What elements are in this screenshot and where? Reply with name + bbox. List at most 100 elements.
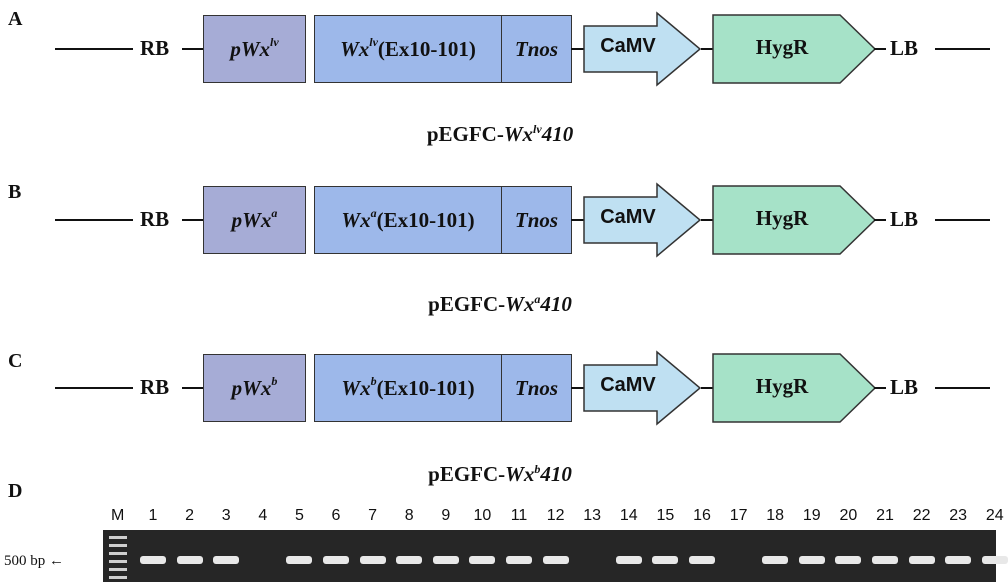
gel-band-lane-9: [432, 556, 459, 564]
gel-band-lane-24: [981, 556, 1008, 564]
ladder-band: [109, 576, 127, 579]
construct-a: RB pWxlv Wxlv(Ex10-101) Tnos CaMV HygR L…: [0, 10, 1000, 100]
promoter-label: pWxa: [231, 205, 278, 232]
terminator-box: Tnos: [501, 15, 572, 83]
lane-label-18: 18: [766, 507, 785, 524]
gene-box: Wxa(Ex10-101): [314, 186, 502, 254]
construct-caption-c: pEGFC-Wxb410: [428, 462, 572, 486]
backbone-line-left: [55, 219, 133, 221]
agarose-gel: [103, 530, 1008, 582]
right-border-label: RB: [140, 375, 170, 399]
backbone-line-left: [55, 48, 133, 50]
hygr-label: HygR: [755, 35, 809, 59]
backbone-line-mid2: [701, 219, 714, 221]
ladder-band: [109, 560, 127, 563]
ladder-band: [109, 552, 127, 555]
terminator-label: Tnos: [514, 36, 559, 61]
backbone-line-mid: [571, 387, 585, 389]
panel-letter-c: C: [8, 350, 23, 372]
gene-label: Wxa(Ex10-101): [341, 205, 475, 232]
panel-letter-d: D: [8, 480, 23, 502]
backbone-line-right: [935, 219, 990, 221]
backbone-line-right: [935, 48, 990, 50]
gene-label: Wxlv(Ex10-101): [340, 34, 476, 61]
backbone-line-lb-link: [874, 219, 886, 221]
hygr-arrow-icon: [712, 185, 877, 255]
construct-caption-b: pEGFC-Wxa410: [428, 292, 572, 316]
panel-letter-a: A: [8, 8, 23, 30]
gel-band-lane-15: [652, 556, 679, 564]
gel-band-lane-22: [908, 556, 935, 564]
lane-label-6: 6: [331, 507, 341, 524]
left-border-label: LB: [890, 207, 919, 231]
lane-label-16: 16: [693, 507, 711, 524]
hygr-arrow-icon: [712, 14, 877, 84]
camv-arrow-icon: [583, 182, 702, 258]
promoter-box: pWxlv: [203, 15, 306, 83]
gel-band-lane-6: [323, 556, 349, 564]
lane-label-20: 20: [839, 507, 858, 524]
lane-label-13: 13: [583, 507, 602, 524]
lane-label-9: 9: [441, 507, 451, 524]
camv-label: CaMV: [600, 206, 656, 228]
lane-label-15: 15: [656, 507, 675, 524]
promoter-label: pWxb: [231, 373, 278, 400]
lane-label-8: 8: [404, 507, 414, 524]
backbone-line-rb-link: [182, 219, 204, 221]
panel-letter-b: B: [8, 181, 22, 203]
backbone-line-lb-link: [874, 48, 886, 50]
gel-band-lane-16: [689, 556, 715, 564]
right-border-label: RB: [140, 36, 170, 60]
lane-label-24: 24: [985, 507, 1004, 524]
lane-label-7: 7: [368, 507, 378, 524]
gel-band-lane-2: [176, 556, 203, 564]
hygr-label: HygR: [755, 206, 809, 230]
camv-label: CaMV: [600, 374, 656, 396]
left-border-label: LB: [890, 375, 919, 399]
gel-band-lane-18: [762, 556, 789, 564]
gel-band-lane-8: [396, 556, 423, 564]
backbone-line-mid: [571, 48, 585, 50]
gene-box: Wxb(Ex10-101): [314, 354, 502, 422]
promoter-box: pWxb: [203, 354, 306, 422]
gene-box: Wxlv(Ex10-101): [314, 15, 502, 83]
terminator-label: Tnos: [514, 375, 559, 400]
gel-band-lane-12: [542, 556, 569, 564]
gel-band-lane-7: [359, 556, 386, 564]
lane-label-10: 10: [473, 507, 492, 524]
ladder-band: [109, 544, 127, 547]
lane-label-14: 14: [619, 507, 638, 524]
hygr-arrow-icon: [712, 353, 877, 423]
gene-label: Wxb(Ex10-101): [341, 373, 475, 400]
promoter-label: pWxlv: [230, 34, 279, 61]
terminator-box: Tnos: [501, 186, 572, 254]
gel-band-lane-20: [835, 556, 862, 564]
hygr-label: HygR: [755, 374, 809, 398]
backbone-line-rb-link: [182, 48, 204, 50]
right-border-label: RB: [140, 207, 170, 231]
gel-band-lane-10: [469, 556, 496, 564]
construct-b: RB pWxa Wxa(Ex10-101) Tnos CaMV HygR LB: [0, 181, 1000, 271]
terminator-box: Tnos: [501, 354, 572, 422]
left-border-label: LB: [890, 36, 919, 60]
lane-label-12: 12: [546, 507, 565, 524]
lane-label-17: 17: [729, 507, 748, 524]
backbone-line-right: [935, 387, 990, 389]
terminator-label: Tnos: [514, 207, 559, 232]
promoter-box: pWxa: [203, 186, 306, 254]
size-marker-label: 500 bp ←: [4, 553, 64, 569]
camv-arrow-icon: [583, 11, 702, 87]
gel-band-lane-19: [798, 556, 825, 564]
backbone-line-mid: [571, 219, 585, 221]
ladder-band: [109, 536, 127, 539]
lane-label-4: 4: [258, 507, 268, 524]
gel-band-lane-23: [945, 556, 972, 564]
lane-label-19: 19: [802, 507, 821, 524]
marker-lane-label: M: [111, 507, 125, 524]
backbone-line-mid2: [701, 48, 714, 50]
backbone-line-lb-link: [874, 387, 886, 389]
construct-caption-a: pEGFC-Wxlv410: [426, 122, 574, 146]
gel-band-lane-1: [140, 556, 166, 564]
lane-label-22: 22: [912, 507, 931, 524]
lane-label-1: 1: [148, 507, 158, 524]
